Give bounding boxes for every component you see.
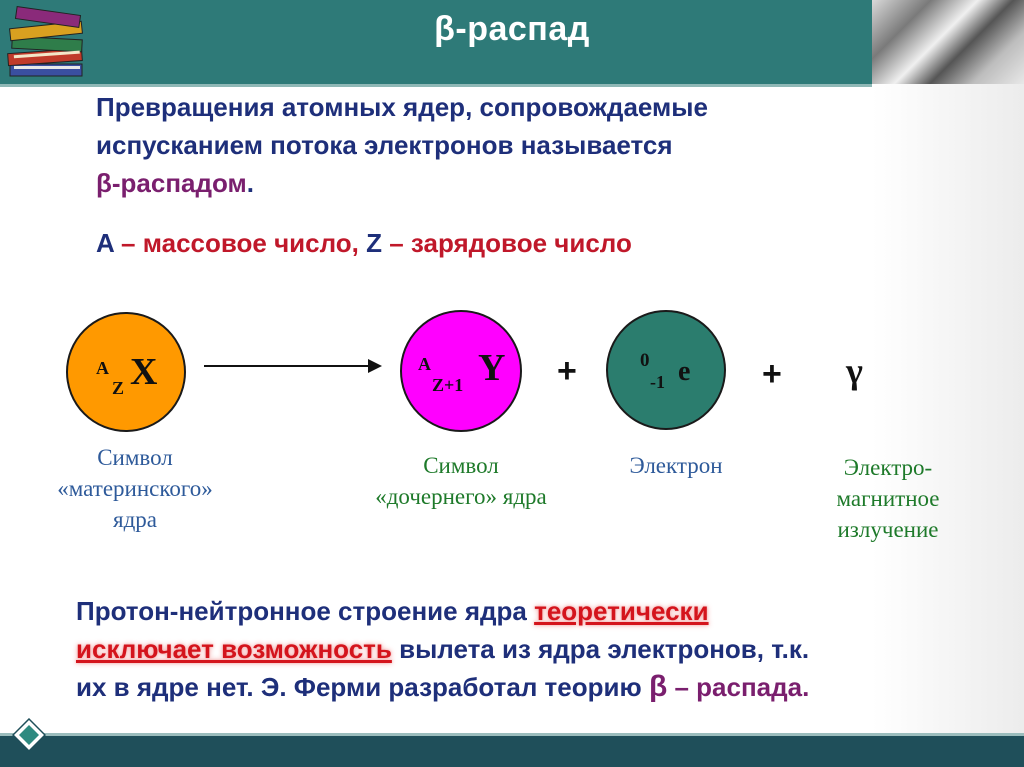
intro-line-2: испусканием потока электронов называется (96, 130, 673, 160)
daughter-label: Символ «дочернего» ядра (330, 450, 592, 512)
bottom-line-2: исключает возможность вылета из ядра эле… (76, 630, 976, 668)
plus-sign-2: + (762, 355, 782, 393)
gamma-symbol: γ (846, 351, 863, 391)
definitions-line: A – массовое число, Z – зарядовое число (96, 228, 632, 259)
electron-symbol: e (678, 356, 691, 387)
daughter-symbol: Y (478, 347, 506, 389)
reaction-arrow-head (368, 359, 382, 373)
decay-word: – распада. (667, 672, 810, 702)
bottom-text: вылета из ядра электронов, т.к. (391, 634, 810, 664)
highlight-theoretically: теоретически (534, 596, 709, 626)
daughter-charge-number: Z+1 (432, 375, 464, 395)
parent-symbol: X (130, 351, 158, 393)
intro-text: Превращения атомных ядер, сопровождаемые… (96, 88, 856, 202)
bottom-line-1: Протон-нейтронное строение ядра теоретич… (76, 592, 976, 630)
title-bar-stripe (0, 84, 872, 87)
electron-label: Электрон (629, 453, 723, 478)
parent-label-line: Символ (97, 445, 173, 470)
title-bar (0, 0, 1024, 84)
side-panel (872, 84, 1024, 734)
plus-sign-1: + (557, 352, 577, 390)
books-icon (7, 6, 83, 77)
intro-period: . (246, 168, 255, 198)
gamma-label-line: Электро- (843, 455, 933, 480)
daughter-mass-number: A (418, 354, 431, 374)
reaction-arrow (204, 365, 376, 367)
highlight-excludes-possibility: исключает возможность (76, 634, 392, 664)
beta-symbol: β (648, 670, 668, 703)
parent-label-line: ядра (113, 507, 157, 532)
parent-label: Символ «материнского» ядра (20, 442, 250, 535)
parent-label-line: «материнского» (57, 476, 213, 501)
slide-title: β-распад (434, 10, 590, 48)
gamma-label: Электро- магнитное излучение (806, 452, 970, 545)
footer-stripe (0, 733, 1024, 736)
parent-mass-number: A (96, 358, 109, 378)
beta-decay-term: β-распадом (96, 168, 247, 198)
gamma-label-line: магнитное (836, 486, 940, 511)
bottom-text: Протон-нейтронное строение ядра (76, 596, 535, 626)
daughter-nucleus-circle (400, 310, 522, 432)
electron-charge-number: -1 (650, 372, 665, 392)
a-letter: A (96, 228, 114, 258)
a-definition: – массовое число, (113, 228, 367, 258)
decorative-photo (872, 0, 1024, 84)
bottom-text: их в ядре нет. Э. Ферми разработал теори… (76, 672, 649, 702)
gamma-label-line: излучение (837, 517, 939, 542)
bottom-line-3: их в ядре нет. Э. Ферми разработал теори… (76, 668, 976, 706)
diamond-icon (12, 718, 46, 752)
intro-line-3: β-распадом. (96, 164, 856, 202)
electron-mass-number: 0 (640, 350, 650, 371)
daughter-label-line: «дочернего» ядра (375, 484, 547, 509)
z-letter: Z (366, 228, 383, 258)
footer-bar (0, 736, 1024, 767)
z-definition: – зарядовое число (382, 228, 632, 258)
electron-circle (606, 310, 726, 430)
parent-charge-number: Z (112, 378, 125, 398)
bottom-paragraph: Протон-нейтронное строение ядра теоретич… (76, 592, 976, 706)
parent-nucleus-circle (66, 312, 186, 432)
intro-line-1: Превращения атомных ядер, сопровождаемые (96, 92, 708, 122)
daughter-label-line: Символ (423, 453, 499, 478)
